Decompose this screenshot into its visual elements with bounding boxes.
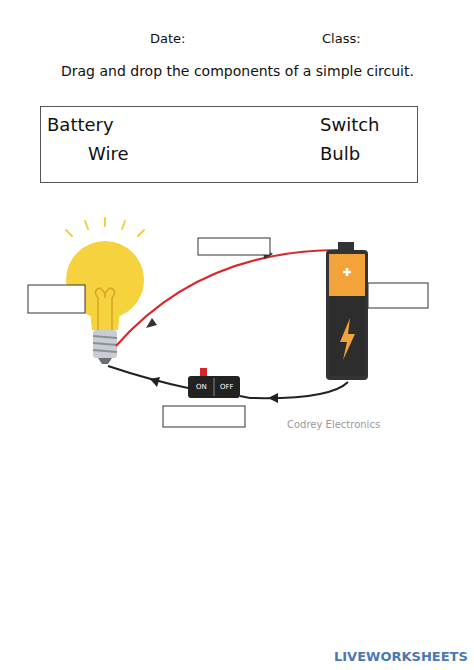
light-rays: [66, 218, 144, 236]
bulb-neck: [90, 310, 120, 330]
negative-wire: [108, 366, 188, 388]
battery-symbol: [326, 242, 368, 380]
word-option: Wire: [88, 144, 128, 165]
word-option: Bulb: [320, 144, 360, 165]
negative-wire: [240, 382, 348, 398]
wire-arrow: [268, 393, 278, 403]
date-field: Date:: [150, 32, 185, 47]
watermark: Codrey Electronics: [287, 419, 380, 431]
watermark: LIVEWORKSHEETS: [334, 650, 468, 665]
switch-off-text: OFF: [220, 383, 234, 391]
word-option: Switch: [320, 115, 380, 136]
switch-symbol: [188, 368, 240, 398]
worksheet-title: Drag and drop the components of a simple…: [61, 63, 414, 79]
wire-arrow: [150, 377, 160, 387]
filament: [95, 288, 114, 330]
wire-arrow: [146, 318, 157, 328]
positive-wire: [116, 250, 340, 346]
bulb-base: [93, 330, 117, 364]
switch-on-text: ON: [196, 383, 207, 391]
word-option: Battery: [47, 115, 114, 136]
answer-blank: [28, 238, 428, 427]
class-field: Class:: [322, 32, 361, 47]
word-bank-box: Battery SwitchWire Bulb: [40, 106, 418, 183]
